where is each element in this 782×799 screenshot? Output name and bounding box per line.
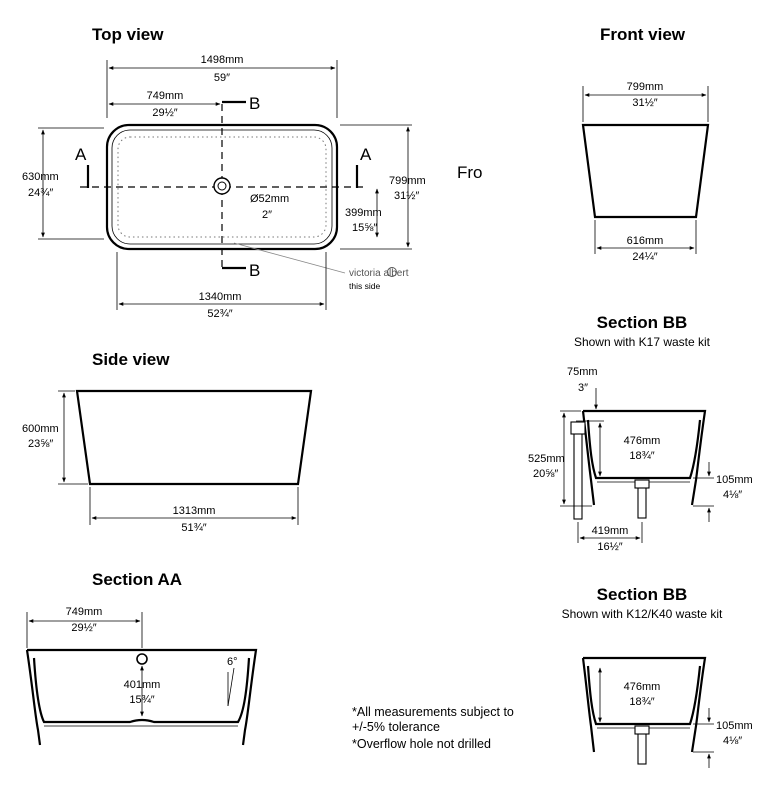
dim-side-base-mm: 1313mm [173,505,216,517]
waste-fitting-icon [634,725,650,735]
dim-top-width-left-mm: 630mm [22,171,59,183]
dim-side-height-in: 23⅝″ [28,438,53,450]
top-view: Top view 1498mm 59″ 749mm 29½″ A A B B Ø… [22,25,426,320]
section-aa-inner-basin [32,657,251,724]
front-view: Front view 799mm 31½″ 616mm 24¼″ [581,25,710,263]
waste-hole-icon [213,177,231,195]
angle-slope-line [227,667,235,707]
section-bb-k12-title: Section BB [597,585,688,604]
dim-front-base-in: 24¼″ [632,251,657,263]
dim-aa-half-mm: 749mm [66,606,103,618]
notes: *All measurements subject to +/-5% toler… [352,705,514,751]
dim-bb1-offset-mm: 419mm [592,525,629,537]
dim-waste-offset-in: 15⅝″ [352,222,377,234]
section-bb-k17: Section BB Shown with K17 waste kit 75mm… [528,313,753,553]
dim-top-length-in: 59″ [214,72,230,84]
dim-bb2-base-in: 4⅛″ [723,735,742,747]
dim-bb1-overflow-in: 3″ [578,382,588,394]
waste-fitting-icon [634,479,650,489]
dim-bb1-height-mm: 525mm [528,453,565,465]
note-line-3: *Overflow hole not drilled [352,737,491,751]
dim-aa-half-in: 29½″ [71,622,96,634]
dim-aa-angle: 6° [227,656,238,668]
front-view-body [581,123,710,219]
dim-bb2-depth-in: 18¾″ [629,696,654,708]
brand-side-note: this side [349,281,380,291]
dim-front-base-mm: 616mm [627,235,664,247]
dim-front-top-in: 31½″ [632,97,657,109]
overflow-hole-icon [136,653,148,665]
waste-hole-inner [217,181,227,191]
cut-mark-b-top: B [249,94,260,113]
section-bb-k12: Section BB Shown with K12/K40 waste kit … [562,585,753,768]
dim-bb1-depth-mm: 476mm [624,435,661,447]
cut-mark-b-bottom: B [249,261,260,280]
section-bb2-inner [586,665,702,726]
cut-mark-a-right: A [360,145,372,164]
section-bb1-outer-right [583,409,707,506]
section-bb-k17-subtitle: Shown with K17 waste kit [574,335,711,349]
dim-top-inner-mm: 1340mm [199,291,242,303]
dim-front-top-mm: 799mm [627,81,664,93]
front-view-title: Front view [600,25,686,44]
section-bb-k17-title: Section BB [597,313,688,332]
dim-aa-depth-mm: 401mm [124,679,161,691]
section-bb2-outer-right [583,656,707,753]
overflow-pipe-icon [573,422,583,520]
brand-plus-icon [387,267,397,277]
dim-top-half-mm: 749mm [147,90,184,102]
dim-top-width-left-in: 24¾″ [28,187,53,199]
note-line-2: +/-5% tolerance [352,720,440,734]
dim-top-half-in: 29½″ [152,107,177,119]
note-line-1: *All measurements subject to [352,705,514,719]
side-view-body [75,389,313,486]
top-view-title: Top view [92,25,164,44]
dim-bb1-overflow-mm: 75mm [567,366,598,378]
dim-waste-diameter-mm: Ø52mm [250,193,289,205]
dim-top-width-right-in: 31½″ [394,190,419,202]
dim-waste-diameter-in: 2″ [262,209,272,221]
side-view-title: Side view [92,350,170,369]
dim-top-inner-in: 52¾″ [207,308,232,320]
dim-bb1-base-mm: 105mm [716,474,753,486]
dim-top-width-right-mm: 799mm [389,175,426,187]
overflow-head-icon [570,421,586,435]
dim-bb2-depth-mm: 476mm [624,681,661,693]
section-aa: Section AA 749mm 29½″ 401mm 15¾″ 6° [25,570,258,746]
section-aa-outer-right [27,648,258,746]
dim-aa-depth-in: 15¾″ [129,694,154,706]
dim-side-height-mm: 600mm [22,423,59,435]
section-bb1-inner [586,419,702,480]
dim-bb1-offset-in: 16½″ [597,541,622,553]
section-aa-title: Section AA [92,570,182,589]
dim-bb2-base-mm: 105mm [716,720,753,732]
dim-side-base-in: 51¾″ [181,522,206,534]
section-aa-outer-left [25,649,42,746]
section-bb-k12-subtitle: Shown with K12/K40 waste kit [562,607,723,621]
dim-bb1-base-in: 4⅛″ [723,489,742,501]
dim-waste-offset-mm: 399mm [345,207,382,219]
brand-logo-text: victoria albert [349,268,409,279]
dim-top-length-mm: 1498mm [201,54,244,66]
dim-bb1-height-in: 20⅝″ [533,468,558,480]
dim-bb1-depth-in: 18¾″ [629,450,654,462]
brand-leader-line [233,242,346,274]
cut-mark-a-left: A [75,145,87,164]
section-bb2-outer-left [581,657,596,753]
clipped-text-fragment: Fro [457,163,483,182]
side-view: Side view 600mm 23⅝″ 1313mm 51¾″ [22,350,313,534]
